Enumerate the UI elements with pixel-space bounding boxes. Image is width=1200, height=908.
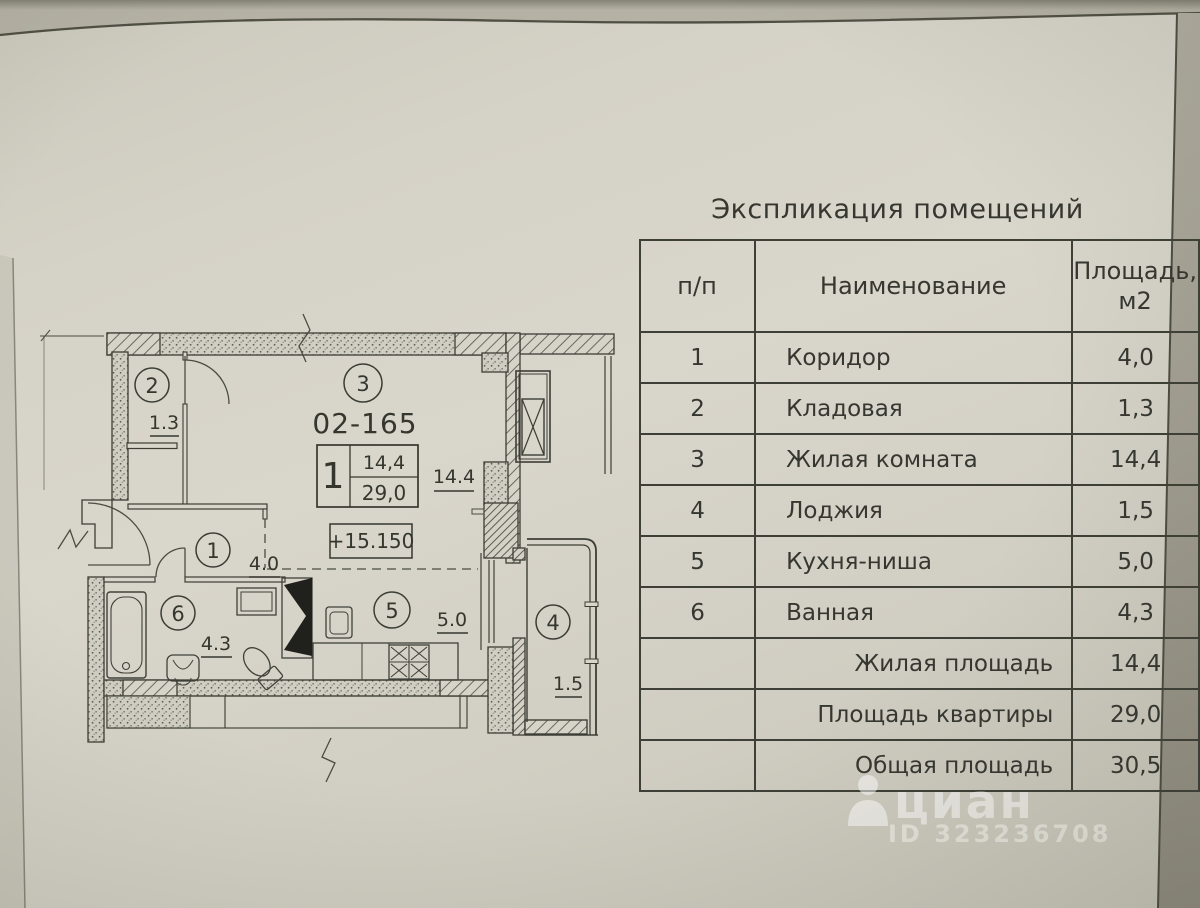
room-2-number: 2 [145, 374, 158, 398]
table-row: 1 Коридор 4,0 [638, 331, 1200, 384]
row-area: 29,0 [1071, 688, 1200, 741]
row-name: Коридор [754, 331, 1074, 384]
toilet [242, 647, 284, 691]
photo-top-shadow [0, 0, 1200, 10]
loggia-glazing [524, 538, 599, 736]
room-6-area: 4.3 [201, 633, 231, 655]
room-1-area: 4.0 [249, 553, 279, 575]
stove [388, 644, 430, 680]
row-num [638, 688, 757, 741]
kitchen-sink [325, 606, 353, 639]
apartment-plan: 1 2 3 4 5 6 4.0 1.3 14.4 1.5 5.0 4.3 02-… [40, 313, 615, 783]
row-area: 4,3 [1071, 586, 1200, 639]
row-area: 5,0 [1071, 535, 1200, 588]
row-area: 4,0 [1071, 331, 1200, 384]
row-area: 1,5 [1071, 484, 1200, 537]
row-num: 5 [638, 535, 757, 588]
header-area-line2: м2 [1118, 287, 1152, 315]
row-area: 14,4 [1071, 433, 1200, 486]
total-area-label: 29,0 [362, 481, 407, 505]
table-summary-row: Жилая площадь 14,4 [638, 637, 1200, 690]
table-row: 5 Кухня-ниша 5,0 [638, 535, 1200, 588]
header-name: Наименование [754, 239, 1074, 333]
room-2-area: 1.3 [149, 412, 179, 434]
apartment-number-label: 02-165 [312, 407, 417, 440]
bathtub [106, 591, 147, 679]
row-num: 4 [638, 484, 757, 537]
doors [87, 356, 230, 578]
rooms-count-label: 1 [322, 456, 345, 497]
elevation-value: +15.150 [328, 529, 415, 553]
room-3-area: 14.4 [433, 466, 475, 488]
living-area-label: 14,4 [363, 452, 405, 474]
shaft [515, 356, 612, 474]
room-4-area: 1.5 [553, 673, 583, 695]
room-area-labels: 4.0 1.3 14.4 1.5 5.0 4.3 [149, 412, 583, 695]
apartment-summary-box: 1 14,4 29,0 [316, 444, 419, 508]
washing-machine [236, 587, 277, 616]
row-num: 3 [638, 433, 757, 486]
explication-table: п/п Наименование Площадь, м2 1 Коридор 4… [638, 239, 1200, 792]
row-name: Жилая площадь [754, 637, 1074, 690]
wash-basin [166, 654, 200, 686]
page-fold-edge [0, 0, 1200, 37]
header-area-line1: Площадь, [1073, 257, 1197, 285]
table-row: 3 Жилая комната 14,4 [638, 433, 1200, 486]
room-4-number: 4 [546, 611, 559, 635]
kitchen-counter [312, 642, 459, 681]
row-num: 6 [638, 586, 757, 639]
row-name: Ванная [754, 586, 1074, 639]
header-num: п/п [638, 239, 757, 333]
row-area: 14,4 [1071, 637, 1200, 690]
row-area: 30,5 [1071, 739, 1200, 792]
row-area: 1,3 [1071, 382, 1200, 435]
table-row: 6 Ванная 4,3 [638, 586, 1200, 639]
row-name: Лоджия [754, 484, 1074, 537]
table-row: 2 Кладовая 1,3 [638, 382, 1200, 435]
row-num [638, 637, 757, 690]
room-5-number: 5 [385, 599, 398, 623]
room-3-number: 3 [356, 372, 369, 396]
row-name: Общая площадь [754, 739, 1074, 792]
outer-walls [87, 332, 615, 743]
room-5-area: 5.0 [437, 609, 467, 631]
row-name: Площадь квартиры [754, 688, 1074, 741]
table-row: 4 Лоджия 1,5 [638, 484, 1200, 537]
zone-boundaries [264, 519, 495, 650]
room-1-number: 1 [206, 539, 219, 563]
explication-title: Экспликация помещений [711, 194, 1084, 225]
area-underlines [150, 435, 582, 698]
row-name: Кладовая [754, 382, 1074, 435]
row-num: 2 [638, 382, 757, 435]
row-name: Жилая комната [754, 433, 1074, 486]
header-area: Площадь, м2 [1071, 239, 1200, 333]
page-left-edge [0, 255, 26, 908]
row-num [638, 739, 757, 792]
break-symbols [40, 313, 485, 783]
row-name: Кухня-ниша [754, 535, 1074, 588]
table-summary-row: Площадь квартиры 29,0 [638, 688, 1200, 741]
duct-shaft [281, 577, 313, 659]
room-number-labels: 1 2 3 4 5 6 [145, 372, 559, 635]
row-num: 1 [638, 331, 757, 384]
table-header-row: п/п Наименование Площадь, м2 [638, 239, 1200, 333]
room-6-number: 6 [171, 602, 184, 626]
room-numbers [134, 363, 571, 640]
table-summary-row: Общая площадь 30,5 [638, 739, 1200, 792]
elevation-mark: +15.150 [328, 523, 415, 559]
neighbour-wall-band [106, 695, 468, 729]
